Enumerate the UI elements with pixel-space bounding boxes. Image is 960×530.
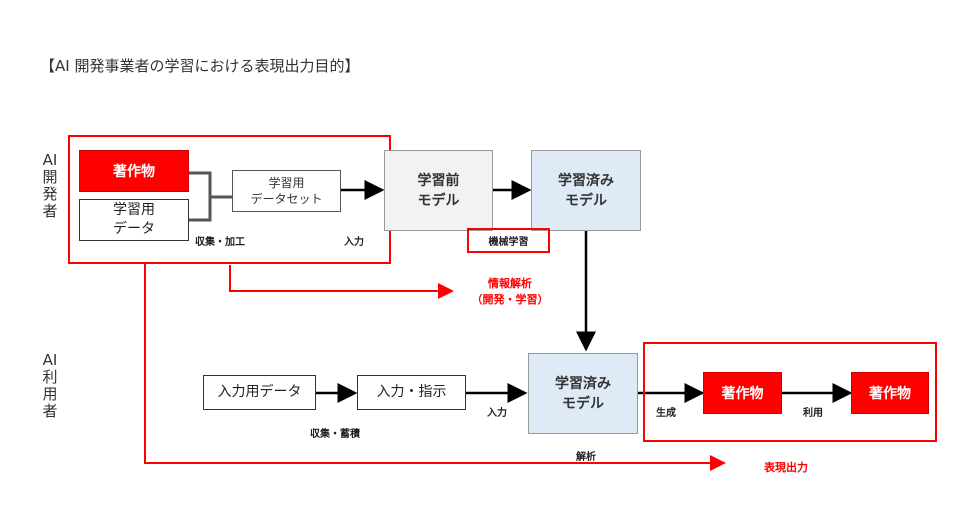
dev-copyright-work-box: 著作物 (79, 150, 189, 192)
side-label-user: AI利用者 (42, 351, 58, 420)
user-input-instruction-box: 入力・指示 (357, 375, 466, 410)
label-analysis: 解析 (576, 452, 596, 463)
dev-dataset-box: 学習用 データセット (232, 170, 341, 212)
expression-output-label: 表現出力 (764, 461, 808, 474)
generated-work-box: 著作物 (703, 372, 782, 414)
label-collect-store: 収集・蓄積 (310, 429, 360, 440)
arrow-expression-output (144, 264, 726, 471)
arrow-info-analysis (229, 265, 454, 299)
machine-learning-label: 機械学習 (467, 228, 550, 253)
label-input-2: 入力 (487, 408, 507, 419)
info-analysis-label: 情報解析 （開発・学習） (471, 277, 549, 306)
diagram-title: 【AI 開発事業者の学習における表現出力目的】 (40, 57, 360, 75)
user-trained-model-box: 学習済み モデル (528, 353, 638, 434)
final-work-box: 著作物 (851, 372, 929, 414)
dev-trained-model-box: 学習済み モデル (531, 150, 641, 231)
label-collect-process: 収集・加工 (195, 237, 245, 248)
label-input-1: 入力 (344, 237, 364, 248)
user-input-data-box: 入力用データ (203, 375, 316, 410)
side-label-developer: AI開発者 (42, 151, 58, 220)
dev-training-data-box: 学習用 データ (79, 199, 189, 241)
label-use: 利用 (803, 408, 823, 419)
user-output-frame (643, 342, 937, 442)
pre-training-model-box: 学習前 モデル (384, 150, 493, 231)
label-generate: 生成 (656, 408, 676, 419)
